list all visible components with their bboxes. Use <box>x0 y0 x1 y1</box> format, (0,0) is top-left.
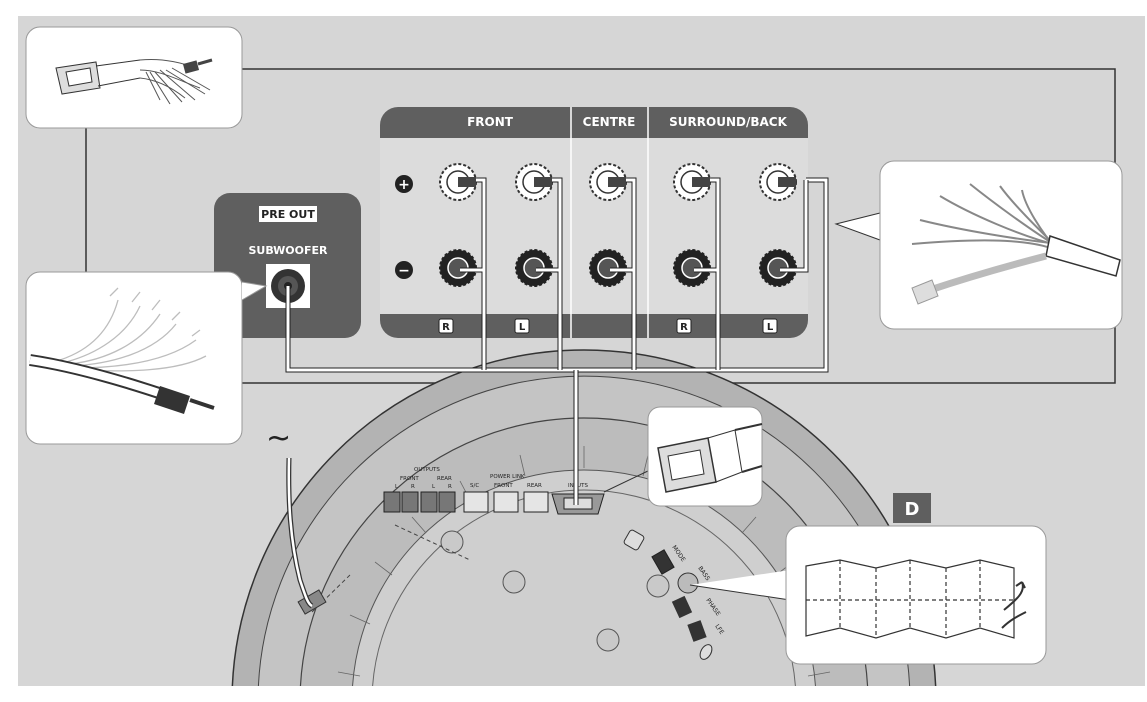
minus-terminal <box>673 249 711 287</box>
channel-label-text: R <box>442 322 450 333</box>
badge-d: D <box>893 493 931 523</box>
subwoofer-label: SUBWOOFER <box>249 244 329 257</box>
speaker-wire-bundle-icon <box>139 59 211 105</box>
lfe-label: LFE <box>713 623 725 636</box>
folded-paper-icon <box>805 559 1027 639</box>
minus-symbol-text: − <box>398 263 410 279</box>
plus-terminal <box>589 163 627 201</box>
callout-folded-paper <box>785 525 1047 665</box>
callout-dsub-closeup <box>647 406 763 507</box>
out-l-2: L <box>432 484 436 490</box>
subwoofer-controls: MODE BASS PHASE LFE <box>623 529 725 660</box>
power-link-rear: REAR <box>527 483 542 489</box>
badge-d-text: D <box>905 499 920 520</box>
outputs-rear-label: REAR <box>437 476 452 482</box>
terminal-area <box>380 138 808 314</box>
channel-label-0: R <box>438 318 454 334</box>
out-r-1: R <box>411 484 415 490</box>
callout-left-wire-bundle <box>25 271 268 445</box>
dsub-connector-icon <box>55 59 141 95</box>
minus-terminal <box>515 249 553 287</box>
rca-plug-icon <box>154 386 215 414</box>
ac-power-cable: ~ <box>266 421 314 609</box>
channel-label-3: R <box>676 318 692 334</box>
minus-symbol: − <box>395 261 413 279</box>
channel-label-4: L <box>762 318 778 334</box>
plus-terminal <box>673 163 711 201</box>
plus-terminal <box>439 163 477 201</box>
plus-symbol-text: + <box>398 177 410 193</box>
power-link-label: POWER LINK <box>490 474 525 480</box>
channel-label-text: L <box>767 322 774 333</box>
rca-plug-icon <box>911 279 939 305</box>
group-label-front: FRONT <box>467 115 514 129</box>
out-l-1: L <box>395 484 399 490</box>
dsub-connector-icon <box>657 423 763 493</box>
speaker-wire-bundle-icon <box>59 287 207 372</box>
plus-symbol: + <box>395 175 413 193</box>
wiring <box>285 177 829 505</box>
channel-label-text: L <box>519 322 526 333</box>
preout-panel: PRE OUT SUBWOOFER <box>214 193 361 338</box>
power-link-front: FRONT <box>494 483 513 489</box>
group-label-surround-back: SURROUND/BACK <box>669 115 787 129</box>
outputs-front-label: FRONT <box>400 476 419 482</box>
outputs-label: OUTPUTS <box>414 467 440 473</box>
rca-plug-icon <box>182 58 213 74</box>
power-link-sc: S/C <box>470 483 479 489</box>
plus-terminal <box>759 163 797 201</box>
channel-label-1: L <box>514 318 530 334</box>
callout-right-wire-bundle <box>879 160 1123 330</box>
callout-dsub-cable <box>25 26 243 129</box>
ac-symbol: ~ <box>266 421 291 456</box>
preout-title: PRE OUT <box>261 208 315 221</box>
group-label-centre: CENTRE <box>583 115 636 129</box>
channel-label-text: R <box>680 322 688 333</box>
plus-terminal <box>515 163 553 201</box>
amplifier-back-panel: FRONT CENTRE SURROUND/BACK + − R L R L <box>380 107 808 338</box>
minus-terminal <box>439 249 477 287</box>
out-r-2: R <box>448 484 452 490</box>
